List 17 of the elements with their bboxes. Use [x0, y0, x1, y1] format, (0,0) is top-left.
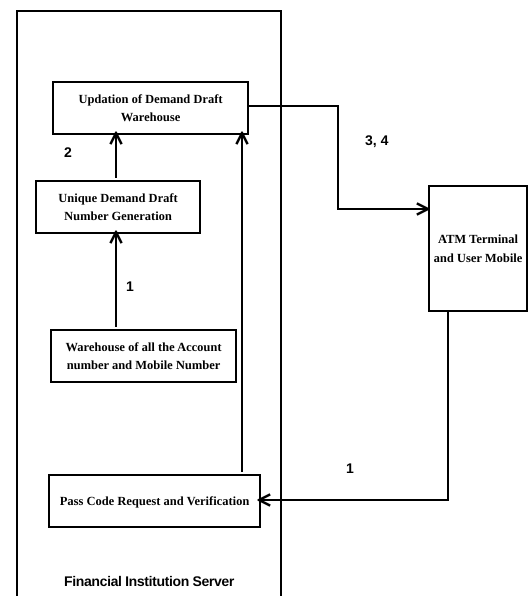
- arrow: [109, 230, 123, 327]
- box-label: Warehouse of all the Account number and Mobile Number: [64, 338, 223, 374]
- arrow: [235, 132, 249, 472]
- process-box: [48, 474, 261, 528]
- server-container: [16, 10, 282, 596]
- arrow: [258, 312, 449, 507]
- box-label: ATM Terminal and User Mobile: [433, 231, 523, 266]
- arrow: [109, 132, 123, 178]
- container-title: Financial Institution Server: [63, 572, 236, 591]
- process-box: [52, 81, 249, 135]
- process-box: [35, 180, 201, 234]
- box-label: Updation of Demand Draft Warehouse: [77, 90, 224, 126]
- box-label: Pass Code Request and Verification: [58, 492, 250, 510]
- arrow: [247, 105, 430, 216]
- process-box: [50, 329, 237, 383]
- process-box: [428, 185, 528, 312]
- box-label: Unique Demand Draft Number Generation: [57, 190, 179, 225]
